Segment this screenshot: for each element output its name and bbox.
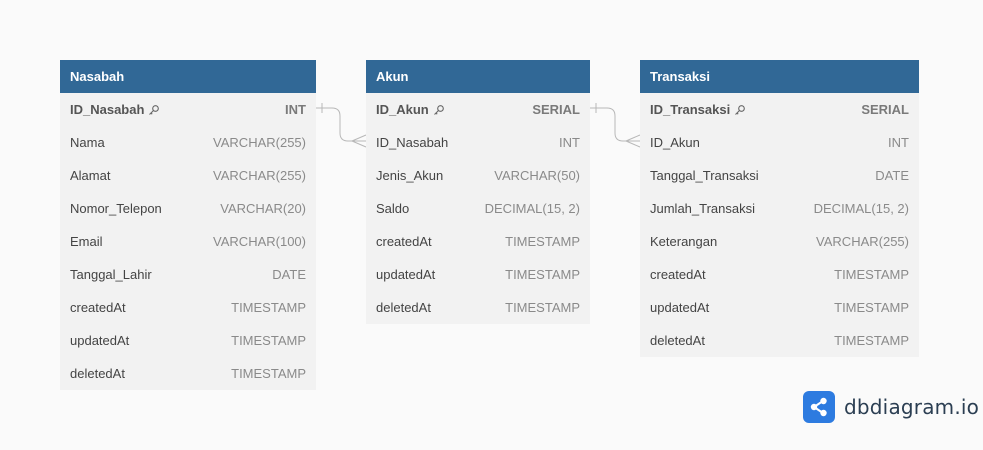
column-type: TIMESTAMP <box>231 300 306 315</box>
column-name: updatedAt <box>70 333 130 348</box>
column-type: VARCHAR(100) <box>213 234 306 249</box>
table-row[interactable]: Jumlah_Transaksi DECIMAL(15, 2) <box>640 192 919 225</box>
table-row[interactable]: updatedAt TIMESTAMP <box>366 258 590 291</box>
table-row[interactable]: Keterangan VARCHAR(255) <box>640 225 919 258</box>
column-name: Alamat <box>70 168 111 183</box>
table-row[interactable]: Email VARCHAR(100) <box>60 225 316 258</box>
link-akun-transaksi[interactable] <box>590 103 641 148</box>
column-name: Keterangan <box>650 234 718 249</box>
table-row[interactable]: ID_Transaksi SERIAL <box>640 93 919 126</box>
table-row[interactable]: deletedAt TIMESTAMP <box>366 291 590 324</box>
share-nodes-icon <box>803 391 835 423</box>
column-type: TIMESTAMP <box>505 267 580 282</box>
column-type: DATE <box>272 267 306 282</box>
column-type: INT <box>559 135 580 150</box>
column-type: TIMESTAMP <box>231 333 306 348</box>
column-name: updatedAt <box>650 300 710 315</box>
column-name: deletedAt <box>650 333 705 348</box>
table-akun[interactable]: Akun ID_Akun SERIAL ID_Nasabah INT Jenis_… <box>366 60 590 324</box>
table-row[interactable]: updatedAt TIMESTAMP <box>60 324 316 357</box>
column-name: deletedAt <box>376 300 431 315</box>
column-type: TIMESTAMP <box>834 300 909 315</box>
table-row[interactable]: createdAt TIMESTAMP <box>60 291 316 324</box>
column-name: Jenis_Akun <box>376 168 444 183</box>
table-row[interactable]: Nomor_Telepon VARCHAR(20) <box>60 192 316 225</box>
column-name: deletedAt <box>70 366 125 381</box>
table-row[interactable]: ID_Akun SERIAL <box>366 93 590 126</box>
brand-logo-link[interactable]: dbdiagram.io <box>803 391 979 423</box>
table-row[interactable]: ID_Nasabah INT <box>366 126 590 159</box>
column-type: SERIAL <box>861 102 909 117</box>
table-row[interactable]: ID_Akun INT <box>640 126 919 159</box>
key-icon <box>433 104 444 115</box>
key-icon <box>735 104 746 115</box>
column-type: TIMESTAMP <box>231 366 306 381</box>
column-name: Tanggal_Transaksi <box>650 168 759 183</box>
brand-name: dbdiagram.io <box>844 395 980 419</box>
table-row[interactable]: Alamat VARCHAR(255) <box>60 159 316 192</box>
column-name: ID_Akun <box>376 102 429 117</box>
column-name: Jumlah_Transaksi <box>650 201 756 216</box>
column-type: DECIMAL(15, 2) <box>484 201 580 216</box>
column-name: ID_Nasabah <box>376 135 449 150</box>
table-row[interactable]: ID_Nasabah INT <box>60 93 316 126</box>
column-name: Saldo <box>376 201 410 216</box>
column-type: VARCHAR(255) <box>213 135 306 150</box>
column-name: createdAt <box>376 234 432 249</box>
table-row[interactable]: deletedAt TIMESTAMP <box>640 324 919 357</box>
table-row[interactable]: deletedAt TIMESTAMP <box>60 357 316 390</box>
table-header[interactable]: Akun <box>366 60 590 93</box>
table-row[interactable]: Tanggal_Transaksi DATE <box>640 159 919 192</box>
column-name: Nomor_Telepon <box>70 201 162 216</box>
column-name: updatedAt <box>376 267 436 282</box>
link-nasabah-akun[interactable] <box>316 103 367 148</box>
column-type: INT <box>285 102 306 117</box>
column-name: createdAt <box>70 300 126 315</box>
column-type: DECIMAL(15, 2) <box>813 201 909 216</box>
table-row[interactable]: createdAt TIMESTAMP <box>640 258 919 291</box>
key-icon <box>149 104 160 115</box>
column-type: SERIAL <box>532 102 580 117</box>
table-row[interactable]: updatedAt TIMESTAMP <box>640 291 919 324</box>
column-name: createdAt <box>650 267 706 282</box>
column-type: VARCHAR(50) <box>494 168 580 183</box>
column-name: Email <box>70 234 103 249</box>
column-type: VARCHAR(20) <box>220 201 306 216</box>
table-header[interactable]: Nasabah <box>60 60 316 93</box>
column-type: INT <box>888 135 909 150</box>
column-name: Nama <box>70 135 105 150</box>
column-name: ID_Akun <box>650 135 700 150</box>
column-name: ID_Transaksi <box>650 102 731 117</box>
table-row[interactable]: Nama VARCHAR(255) <box>60 126 316 159</box>
table-row[interactable]: Saldo DECIMAL(15, 2) <box>366 192 590 225</box>
table-header[interactable]: Transaksi <box>640 60 919 93</box>
table-row[interactable]: Jenis_Akun VARCHAR(50) <box>366 159 590 192</box>
column-type: VARCHAR(255) <box>816 234 909 249</box>
column-type: TIMESTAMP <box>505 234 580 249</box>
column-type: DATE <box>875 168 909 183</box>
column-type: VARCHAR(255) <box>213 168 306 183</box>
column-type: TIMESTAMP <box>834 333 909 348</box>
column-type: TIMESTAMP <box>505 300 580 315</box>
column-type: TIMESTAMP <box>834 267 909 282</box>
table-row[interactable]: Tanggal_Lahir DATE <box>60 258 316 291</box>
table-transaksi[interactable]: Transaksi ID_Transaksi SERIAL ID_Akun INT… <box>640 60 919 357</box>
column-name: ID_Nasabah <box>70 102 145 117</box>
table-row[interactable]: createdAt TIMESTAMP <box>366 225 590 258</box>
column-name: Tanggal_Lahir <box>70 267 152 282</box>
